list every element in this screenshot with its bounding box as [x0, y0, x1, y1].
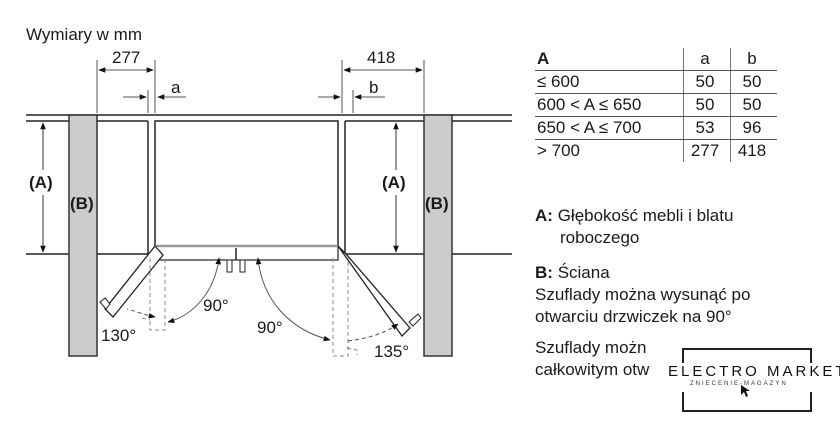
row-b: 50 [730, 93, 777, 117]
legend-text-b: Ściana [557, 263, 610, 282]
gap-b-label: b [369, 78, 378, 97]
col-header-b: b [730, 48, 777, 71]
legend-wall: B: Ściana Szuflady można wysunąć po otwa… [535, 262, 750, 328]
row-a: 53 [683, 116, 731, 140]
row-a: 50 [683, 93, 731, 117]
right-clearance-value: 418 [367, 48, 395, 67]
note-drawers-full-line2: całkowitym otw [535, 360, 650, 379]
angle-right-90: 90° [257, 318, 283, 337]
row-range: 600 < A ≤ 650 [535, 93, 684, 117]
watermark-frame [680, 348, 814, 412]
row-range: ≤ 600 [535, 70, 684, 94]
angle-arcs [126, 257, 399, 342]
cursor-arrow-icon [741, 385, 750, 397]
right-wall [423, 114, 453, 357]
clearance-dimensions [96, 60, 425, 113]
fridge-door-strip [154, 245, 339, 261]
row-range: 650 < A ≤ 700 [535, 116, 684, 140]
note-drawers-90-line1: Szuflady można wysunąć po [535, 285, 751, 304]
col-header-a: a [683, 48, 731, 71]
angle-left-90: 90° [203, 296, 229, 315]
legend-depth: A: Głębokość mebli i blatu roboczego [535, 205, 733, 249]
table-row: > 700 277 418 [535, 139, 777, 162]
clearance-table: A a b ≤ 600 50 50 600 < A ≤ 650 50 50 65… [535, 48, 777, 162]
handle-left [226, 259, 233, 273]
note-drawers-90-line2: otwarciu drzwiczek na 90° [535, 307, 732, 326]
legend-key-a: A: [535, 206, 553, 225]
wall-label-left: (B) [70, 194, 94, 213]
row-range: > 700 [537, 141, 581, 160]
depth-label-right: (A) [382, 173, 406, 192]
row-b: 96 [730, 116, 777, 140]
row-a: 50 [683, 70, 731, 94]
row-b: 50 [730, 70, 777, 94]
angle-left-130: 130° [101, 326, 136, 345]
table-row: 650 < A ≤ 700 53 96 [535, 116, 777, 140]
watermark-subtitle: ZNIECENIE-MAGAZYN [690, 381, 788, 387]
right-door-open [337, 245, 422, 338]
depth-arrows [40, 122, 399, 253]
dashed-door-positions [141, 258, 358, 357]
handle-right [239, 259, 246, 273]
left-door-open [99, 244, 164, 318]
note-drawers-full-line1: Szuflady możn [535, 338, 647, 357]
legend-text-a: Głębokość mebli i blatu [557, 206, 734, 225]
angle-right-135: 135° [374, 342, 409, 361]
watermark-brand: ELECTRO MARKET [666, 363, 840, 380]
row-b: 418 [730, 139, 777, 162]
gap-a-label: a [171, 78, 181, 97]
legend-key-b: B: [535, 263, 553, 282]
table-row: 600 < A ≤ 650 50 50 [535, 93, 777, 117]
fridge-body [154, 120, 339, 247]
note-drawers-full: Szuflady możn całkowitym otw [535, 337, 650, 381]
table-header-row: A a b [535, 48, 777, 71]
left-wall [68, 114, 98, 357]
depth-label-left: (A) [29, 173, 53, 192]
col-header-A: A [535, 48, 684, 71]
table-row: ≤ 600 50 50 [535, 70, 777, 94]
page-title: Wymiary w mm [26, 25, 142, 44]
legend-text-a-cont: roboczego [560, 228, 640, 247]
wall-label-right: (B) [425, 194, 449, 213]
left-clearance-value: 277 [112, 48, 140, 67]
row-a: 277 [683, 139, 731, 162]
